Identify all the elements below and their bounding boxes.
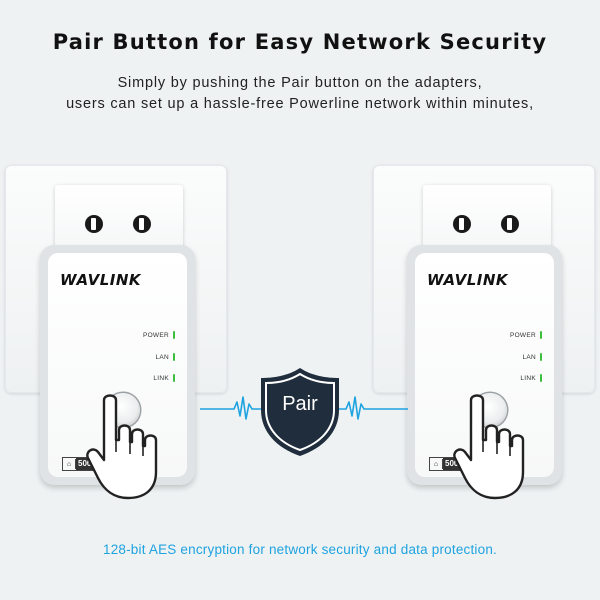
led-power: POWER (510, 331, 542, 339)
signal-wave-left-icon (200, 396, 262, 420)
encryption-note: 128-bit AES encryption for network secur… (102, 542, 497, 557)
led-label: POWER (509, 331, 536, 339)
socket-hole-icon (85, 215, 103, 233)
socket-hole-icon (133, 215, 151, 233)
led-indicator-icon (173, 331, 175, 339)
led-label: LAN (155, 353, 169, 361)
subtitle-line-1: Simply by pushing the Pair button on the… (117, 75, 483, 91)
led-label: LINK (520, 374, 536, 382)
led-power: POWER (143, 331, 175, 339)
led-label: POWER (142, 331, 169, 339)
led-indicator-icon (540, 374, 542, 382)
signal-wave-right-icon (338, 396, 408, 420)
led-indicator-icon (540, 353, 542, 361)
pair-label: Pair (282, 393, 318, 415)
subtitle-line-2: users can set up a hassle-free Powerline… (66, 96, 534, 112)
led-indicator-icon (173, 374, 175, 382)
led-lan: LAN (522, 353, 542, 361)
led-indicator-icon (540, 331, 542, 339)
led-link: LINK (153, 374, 175, 382)
pointing-hand-icon (453, 394, 525, 500)
brand-logo: WAVLINK (427, 271, 509, 289)
socket-hole-icon (453, 215, 471, 233)
led-label: LAN (522, 353, 536, 361)
page-title: Pair Button for Easy Network Security (52, 30, 548, 54)
led-link: LINK (520, 374, 542, 382)
home-icon: ⌂ (63, 459, 76, 469)
led-lan: LAN (155, 353, 175, 361)
pointing-hand-icon (86, 394, 158, 500)
brand-logo: WAVLINK (60, 271, 142, 289)
socket-hole-icon (501, 215, 519, 233)
led-indicator-icon (173, 353, 175, 361)
shield-icon (261, 368, 339, 456)
led-label: LINK (153, 374, 169, 382)
home-icon: ⌂ (430, 459, 443, 469)
powerline-adapter-right: WAVLINK POWER LAN LINK ⌂ 500 (407, 245, 562, 485)
